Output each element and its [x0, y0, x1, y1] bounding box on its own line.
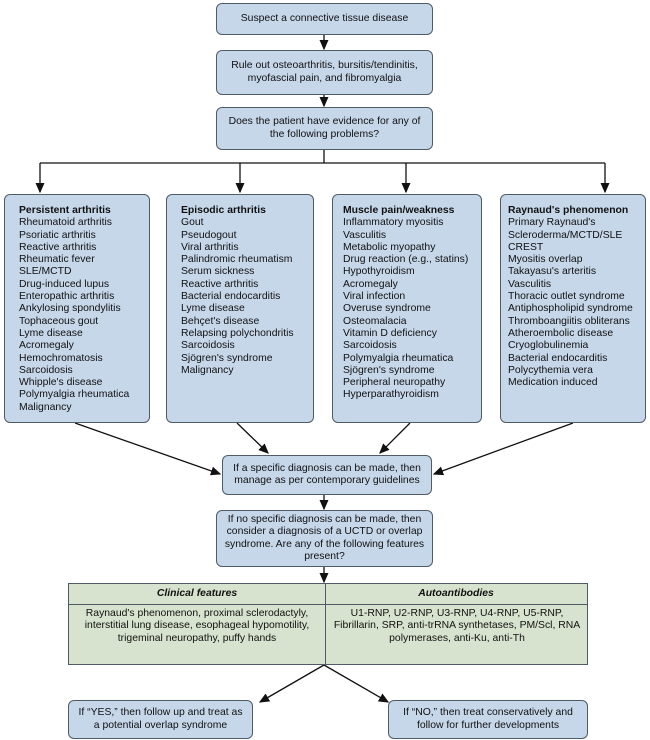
- list-item: Sarcoidosis: [19, 364, 73, 376]
- list-item: Sjögren's syndrome: [343, 364, 435, 376]
- list-item: Reactive arthritis: [19, 241, 97, 253]
- list-item: Serum sickness: [181, 266, 255, 278]
- list-item: Enteropathic arthritis: [19, 291, 115, 303]
- list-item: Polycythemia vera: [508, 364, 593, 376]
- list-item: Atheroembolic disease: [508, 327, 614, 339]
- list-item: Sarcoidosis: [343, 340, 397, 352]
- arrow: [236, 422, 269, 454]
- list-item: Peripheral neuropathy: [343, 377, 446, 389]
- list-item: Tophaceous gout: [19, 315, 99, 327]
- autoantibodies-header: Autoantibodies: [325, 584, 587, 605]
- list-item: SLE/MCTD: [19, 266, 72, 278]
- list-item: Rheumatoid arthritis: [19, 217, 112, 229]
- table-divider: [325, 604, 326, 665]
- column-title: Raynaud's phenomenon: [508, 205, 629, 216]
- clinical-features-header: Clinical features: [69, 584, 326, 605]
- list-item: Metabolic myopathy: [343, 241, 436, 253]
- list-item: Thoracic outlet syndrome: [508, 291, 625, 303]
- list-item: Pseudogout: [181, 229, 237, 241]
- list-item: CREST: [508, 241, 544, 253]
- list-item: Sarcoidosis: [181, 340, 235, 352]
- question-node: Does the patient have evidence for any o…: [216, 107, 433, 150]
- list-item: Acromegaly: [19, 340, 74, 352]
- list-item: Relapsing polychondritis: [181, 327, 294, 339]
- list-item: Whipple's disease: [19, 377, 103, 389]
- list-item: Hemochromatosis: [19, 352, 103, 364]
- list-item: Psoriatic arthritis: [19, 229, 96, 241]
- column-title: Muscle pain/weakness: [343, 205, 455, 216]
- list-item: Scleroderma/MCTD/SLE: [508, 229, 623, 241]
- specific-diagnosis-node: If a specific diagnosis can be made, the…: [222, 455, 432, 495]
- list-item: Vasculitis: [508, 278, 552, 290]
- list-item: Osteomalacia: [343, 315, 407, 327]
- clinical-features-text: Raynaud's phenomenon, proximal sclerodac…: [84, 608, 310, 644]
- list-item: Acromegaly: [343, 278, 398, 290]
- list-item: Overuse syndrome: [343, 303, 431, 315]
- list-item: Malignancy: [19, 401, 72, 413]
- list-item: Polymyalgia rheumatica: [19, 389, 130, 401]
- autoantibodies-text: U1-RNP, U2-RNP, U3-RNP, U4-RNP, U5-RNP, …: [333, 608, 581, 644]
- list-item: Viral arthritis: [181, 241, 239, 253]
- no-specific-diagnosis-node: If no specific diagnosis can be made, th…: [216, 510, 433, 567]
- list-item: Lyme disease: [19, 327, 83, 339]
- list-item: Polymyalgia rheumatica: [343, 352, 454, 364]
- no-outcome-node: If “NO,” then treat conservatively and f…: [388, 700, 588, 739]
- arrow: [258, 664, 325, 703]
- list-item: Hyperparathyroidism: [343, 389, 439, 401]
- list-item: Vasculitis: [343, 229, 387, 241]
- list-item: Drug-induced lupus: [19, 278, 110, 290]
- list-item: Primary Raynaud's: [508, 217, 596, 229]
- column-title: Episodic arthritis: [181, 205, 266, 216]
- column-title: Persistent arthritis: [19, 205, 111, 216]
- list-item: Viral infection: [343, 291, 406, 303]
- list-item: Drug reaction (e.g., statins): [343, 254, 469, 266]
- list-item: Myositis overlap: [508, 254, 583, 266]
- list-item: Lyme disease: [181, 303, 245, 315]
- list-item: Hypothyroidism: [343, 266, 415, 278]
- list-item: Sjögren's syndrome: [181, 352, 273, 364]
- list-item: Behçet's disease: [181, 315, 260, 327]
- list-item: Antiphospholipid syndrome: [508, 303, 633, 315]
- list-item: Gout: [181, 217, 204, 229]
- arrow: [74, 422, 222, 476]
- list-item: Vitamin D deficiency: [343, 327, 437, 339]
- list-item: Thromboangiitis obliterans: [508, 315, 630, 327]
- list-item: Rheumatic fever: [19, 254, 95, 266]
- list-item: Bacterial endocarditis: [508, 352, 608, 364]
- list-item: Medication induced: [508, 377, 598, 389]
- list-item: Inflammatory myositis: [343, 217, 444, 229]
- yes-outcome-node: If “YES,” then follow up and treat as a …: [68, 700, 253, 739]
- list-item: Palindromic rheumatism: [181, 254, 293, 266]
- rule-out-node: Rule out osteoarthritis, bursitis/tendin…: [216, 50, 433, 95]
- list-item: Bacterial endocarditis: [181, 291, 281, 303]
- arrow: [432, 422, 574, 476]
- list-item: Cryoglobulinemia: [508, 340, 589, 352]
- list-item: Takayasu's arteritis: [508, 266, 597, 278]
- start-node: Suspect a connective tissue disease: [216, 3, 433, 35]
- features-table: Clinical features Autoantibodies Raynaud…: [68, 583, 588, 665]
- arrow: [379, 422, 411, 454]
- list-item: Malignancy: [181, 364, 234, 376]
- list-item: Reactive arthritis: [181, 278, 259, 290]
- arrow: [323, 664, 390, 703]
- list-item: Ankylosing spondylitis: [19, 303, 121, 315]
